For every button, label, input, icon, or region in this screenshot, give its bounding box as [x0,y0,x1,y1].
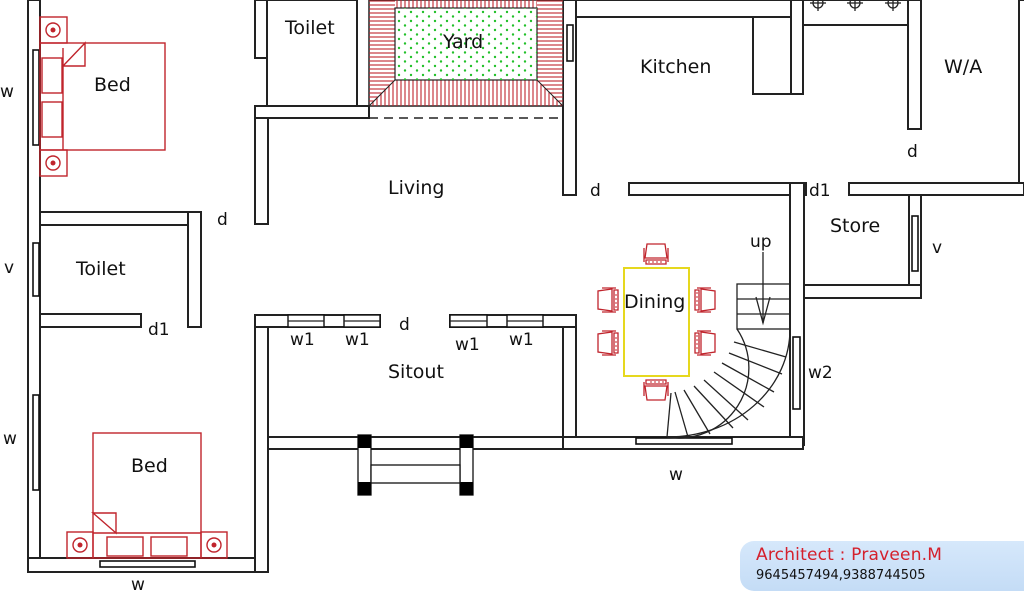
opening-label: w2 [808,363,833,383]
architect-credit-banner: Architect : Praveen.M 9645457494,9388744… [740,541,1024,591]
opening-label: d [217,210,228,230]
room-label-dining: Dining [624,291,685,313]
opening-label: w [669,465,683,485]
room-label-kitchen: Kitchen [640,56,711,78]
opening-label: v [932,238,942,258]
opening-label: w1 [290,330,315,350]
opening-label: d1 [148,320,170,340]
stove-burners-icon [810,0,901,11]
room-label-bed-top: Bed [94,74,131,96]
room-label-bed-bottom: Bed [131,455,168,477]
architect-phone: 9645457494,9388744505 [756,568,926,583]
architect-name: Architect : Praveen.M [756,545,943,565]
opening-label: w1 [509,330,534,350]
opening-label: v [4,258,14,278]
room-label-store: Store [830,215,880,237]
bed-top-furniture [39,16,166,177]
room-label-living: Living [388,177,445,199]
opening-label: w1 [455,335,480,355]
entrance-steps [268,434,563,496]
walls [27,0,1024,573]
opening-label: w [0,82,14,102]
room-label-toilet-top: Toilet [284,17,335,39]
stair-up-label: up [750,232,772,252]
opening-label: w [3,429,17,449]
room-label-toilet-left: Toilet [75,258,126,280]
opening-label: w [131,575,145,595]
opening-label: d [399,315,410,335]
bed-bottom-furniture [66,432,228,559]
opening-label: d [907,142,918,162]
room-label-sitout: Sitout [388,361,444,383]
windows [32,24,919,568]
opening-label: w1 [345,330,370,350]
yard-courtyard [368,0,564,119]
staircase [666,252,791,439]
room-label-yard: Yard [442,31,483,53]
room-label-wa: W/A [944,56,982,78]
opening-label: d1 [809,181,831,201]
dining-set [597,243,716,401]
opening-label: d [590,181,601,201]
